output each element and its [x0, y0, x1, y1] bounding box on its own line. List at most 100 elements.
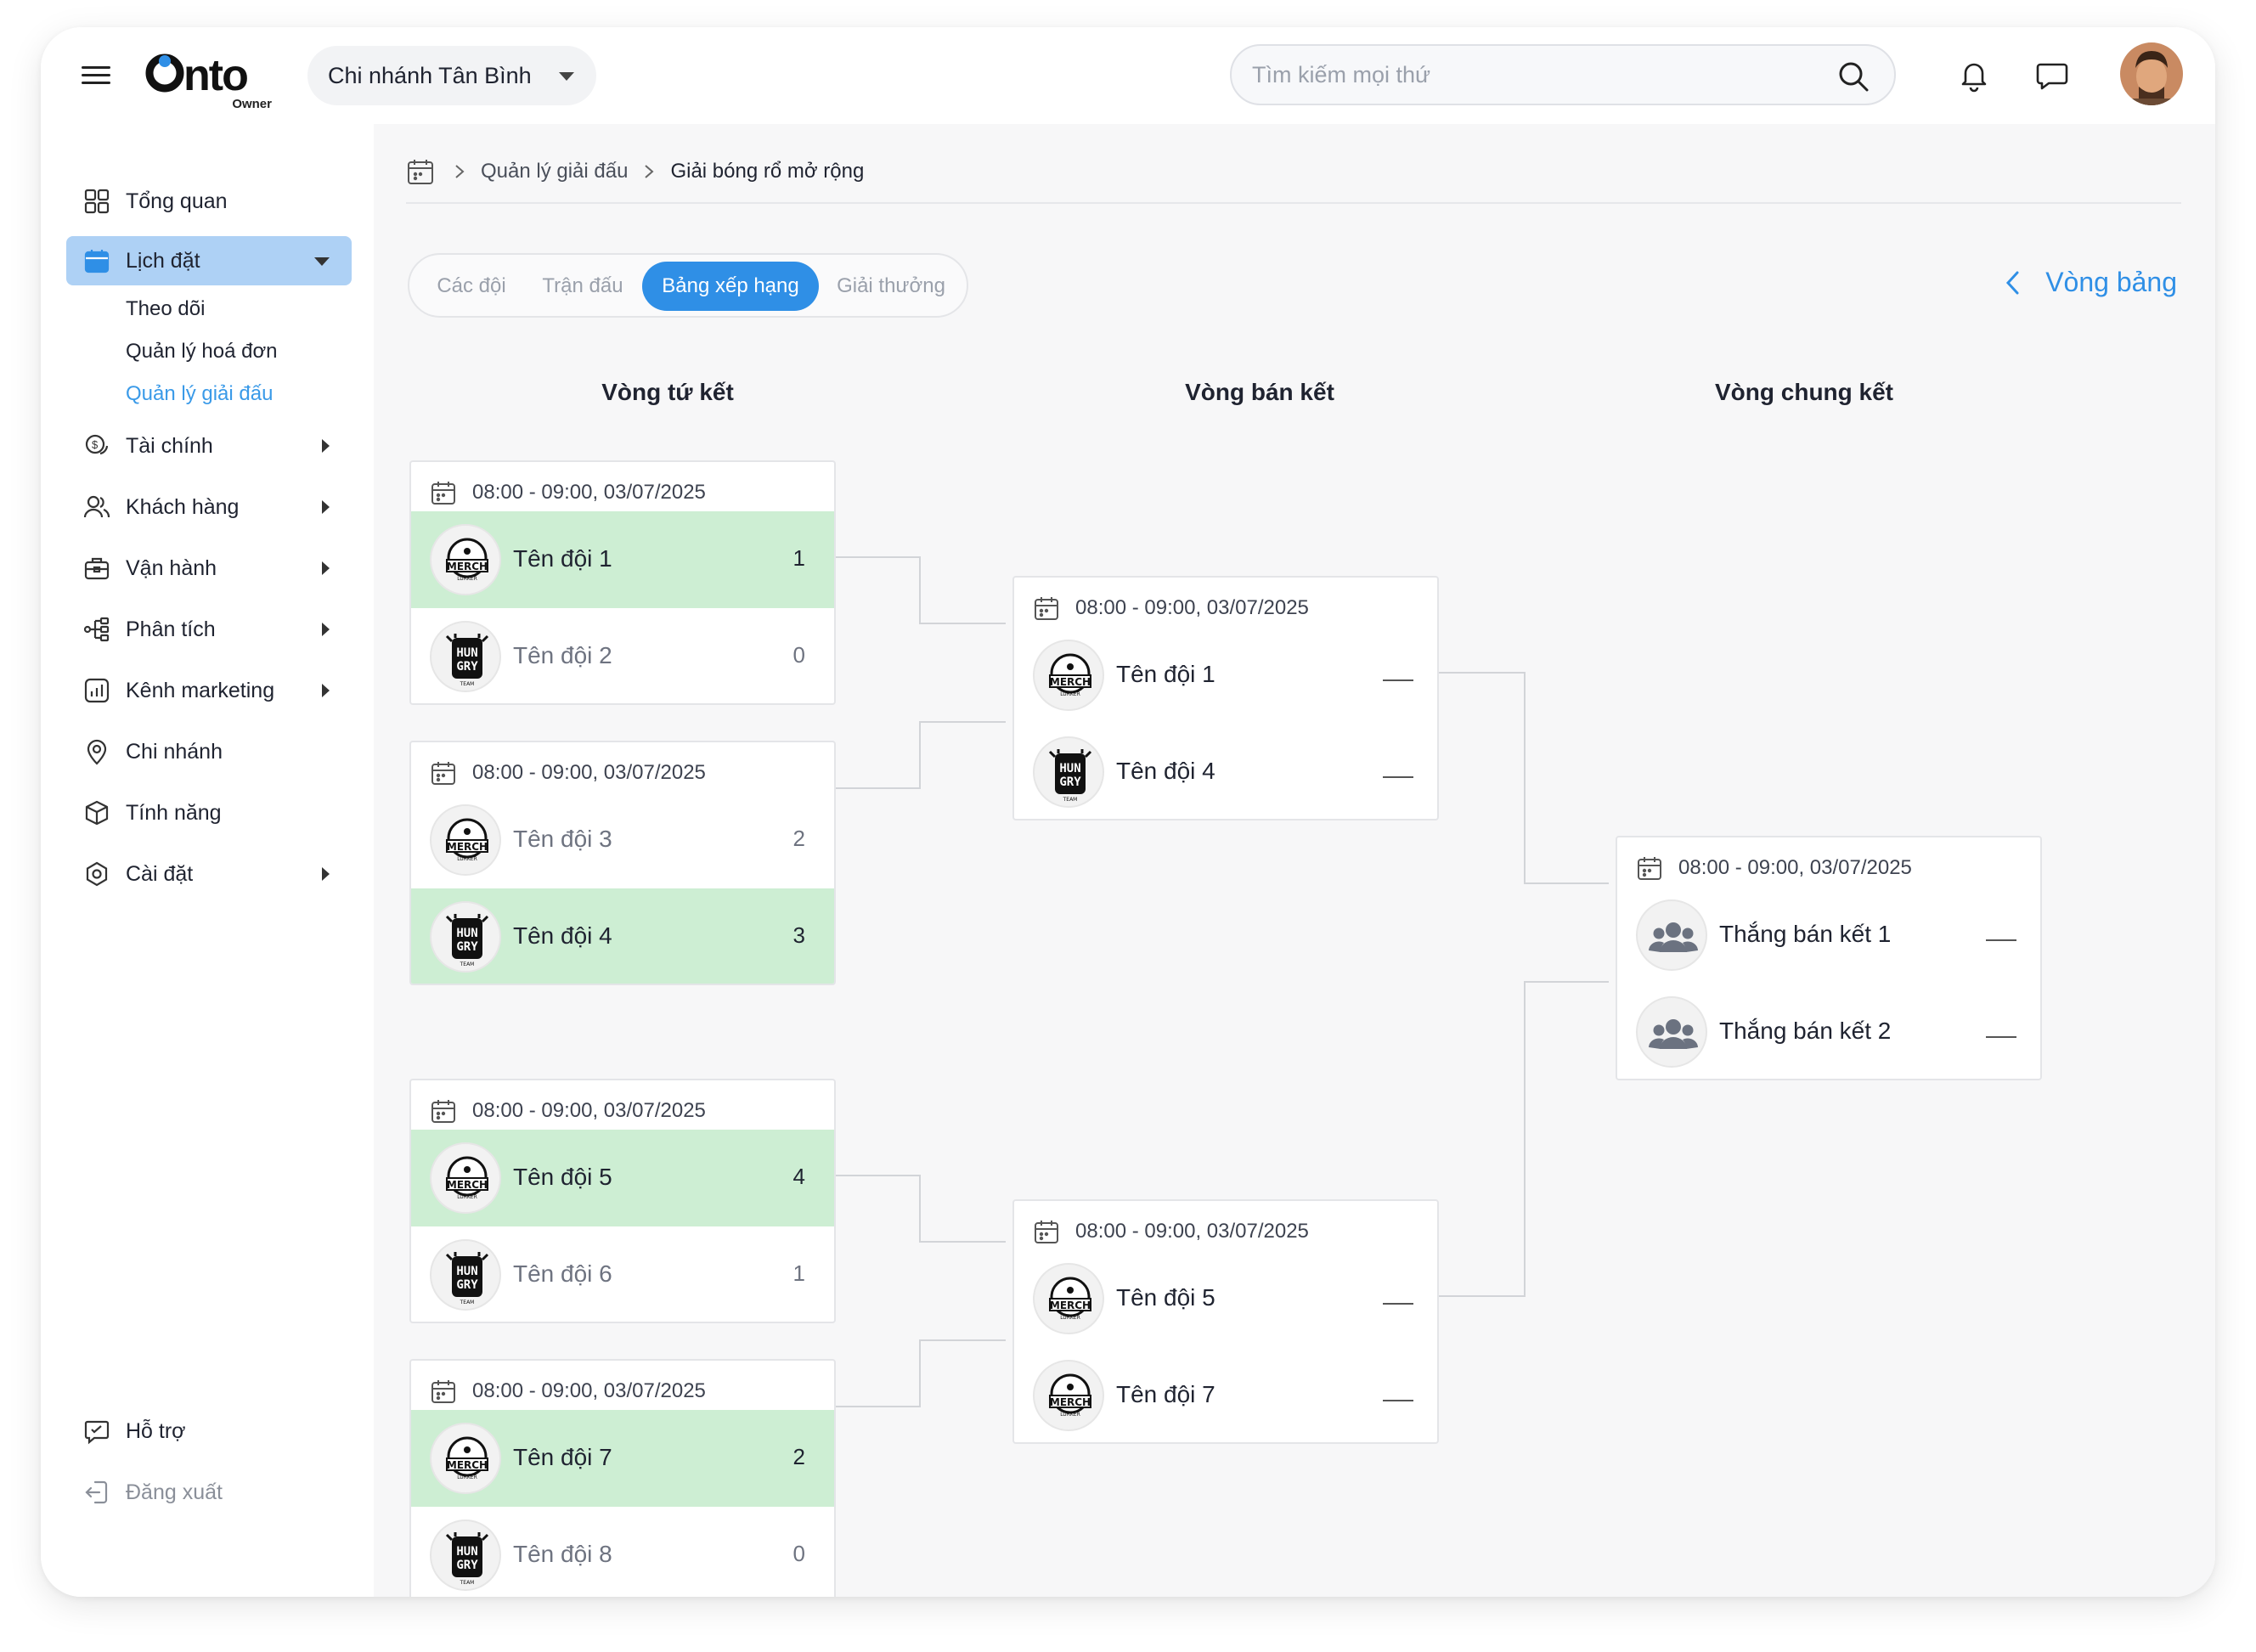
sidebar-subitem-tracking[interactable]: Theo dõi — [126, 297, 206, 320]
svg-text:HUN: HUN — [456, 1265, 477, 1278]
team-score: 1 — [792, 545, 805, 571]
svg-text:LURKER: LURKER — [457, 856, 477, 862]
sidebar-item-settings[interactable]: Cài đặt — [66, 849, 352, 899]
bracket-line — [1524, 981, 1526, 1297]
sidebar-item-customers[interactable]: Khách hàng — [66, 482, 352, 532]
briefcase-icon — [84, 557, 110, 580]
chart-icon — [84, 678, 110, 703]
calendar-icon — [1638, 857, 1661, 880]
sidebar-item-analytics[interactable]: Phân tích — [66, 605, 352, 654]
chevron-right-icon — [322, 439, 330, 453]
calendar-icon[interactable] — [406, 157, 435, 186]
tab-teams[interactable]: Các đội — [437, 274, 506, 297]
match-time-text: 08:00 - 09:00, 03/07/2025 — [1678, 856, 1912, 879]
team-row[interactable]: Thắng bán kết 1 — [1617, 887, 2040, 984]
chevron-right-icon — [322, 684, 330, 697]
tab-awards[interactable]: Giải thưởng — [837, 274, 945, 297]
hierarchy-icon — [83, 617, 110, 642]
svg-text:TEAM: TEAM — [1063, 797, 1078, 803]
sidebar-item-features[interactable]: Tính năng — [66, 788, 352, 837]
sidebar-item-operations[interactable]: Vận hành — [66, 544, 352, 593]
match-time: 08:00 - 09:00, 03/07/2025 — [430, 1376, 706, 1407]
sidebar-item-label: Tổng quan — [126, 189, 228, 213]
team-row[interactable]: Thắng bán kết 2 — [1617, 984, 2040, 1079]
svg-text:HUN: HUN — [456, 646, 477, 660]
group-stage-link[interactable]: Vòng bảng — [2003, 267, 2177, 298]
sidebar-item-support[interactable]: Hỗ trợ — [66, 1407, 352, 1456]
svg-text:TEAM: TEAM — [460, 961, 475, 967]
users-icon — [83, 495, 110, 518]
sidebar-subitem-invoices[interactable]: Quản lý hoá đơn — [126, 340, 278, 363]
bell-icon[interactable] — [1955, 56, 1993, 93]
sidebar-item-label: Tài chính — [126, 433, 213, 458]
team-name: Tên đội 7 — [1116, 1381, 1215, 1407]
sidebar-subitem-tournaments[interactable]: Quản lý giải đấu — [126, 382, 274, 405]
money-icon: $ — [85, 434, 109, 455]
team-name: Tên đội 1 — [1116, 661, 1215, 687]
team-name: Tên đội 5 — [1116, 1284, 1215, 1311]
breadcrumb-item[interactable]: Quản lý giải đấu — [481, 160, 629, 183]
bracket-line — [1437, 672, 1526, 674]
app-window: nto Owner Chi nhánh Tân Bình — [41, 27, 2215, 1597]
sidebar-item-logout[interactable]: Đăng xuất — [66, 1468, 352, 1517]
svg-text:GRY: GRY — [456, 660, 478, 674]
svg-text:HUN: HUN — [456, 927, 477, 940]
svg-text:LURKER: LURKER — [457, 1474, 477, 1480]
chevron-right-icon — [322, 561, 330, 575]
match-time-text: 08:00 - 09:00, 03/07/2025 — [1075, 1220, 1309, 1243]
svg-text:$: $ — [92, 438, 99, 451]
score-placeholder — [1383, 1303, 1413, 1305]
calendar-icon — [84, 250, 110, 273]
score-placeholder — [1383, 1400, 1413, 1401]
calendar-icon — [431, 482, 455, 505]
svg-text:MERCH: MERCH — [1050, 1300, 1091, 1311]
branch-selector[interactable]: Chi nhánh Tân Bình — [307, 46, 596, 105]
sidebar-item-marketing[interactable]: Kênh marketing — [66, 666, 352, 715]
sidebar-item-label: Đăng xuất — [126, 1480, 223, 1504]
sidebar-item-branches[interactable]: Chi nhánh — [66, 727, 352, 776]
calendar-icon — [1035, 597, 1058, 620]
match-card[interactable]: 08:00 - 09:00, 03/07/2025 Thắng bán kết … — [1616, 836, 2042, 1080]
sidebar-item-overview[interactable]: Tổng quan — [66, 177, 352, 226]
chat-icon[interactable] — [2033, 56, 2071, 93]
search-icon[interactable] — [1836, 59, 1870, 93]
bracket-line — [1524, 672, 1526, 884]
sidebar-item-finance[interactable]: $ Tài chính — [66, 421, 352, 471]
team-score: 0 — [792, 1541, 805, 1566]
menu-icon[interactable] — [80, 63, 114, 88]
avatar[interactable] — [2120, 42, 2183, 105]
sidebar-item-booking[interactable]: Lịch đặt — [66, 236, 352, 285]
svg-text:LURKER: LURKER — [1060, 691, 1080, 697]
tab-standings[interactable]: Bảng xếp hạng — [642, 262, 819, 311]
search-input[interactable] — [1252, 54, 1830, 95]
tab-matches[interactable]: Trận đấu — [542, 274, 623, 297]
location-icon — [87, 739, 107, 765]
chevron-right-icon — [645, 165, 654, 178]
svg-text:TEAM: TEAM — [460, 681, 475, 687]
team-name: Tên đội 7 — [513, 1444, 612, 1470]
